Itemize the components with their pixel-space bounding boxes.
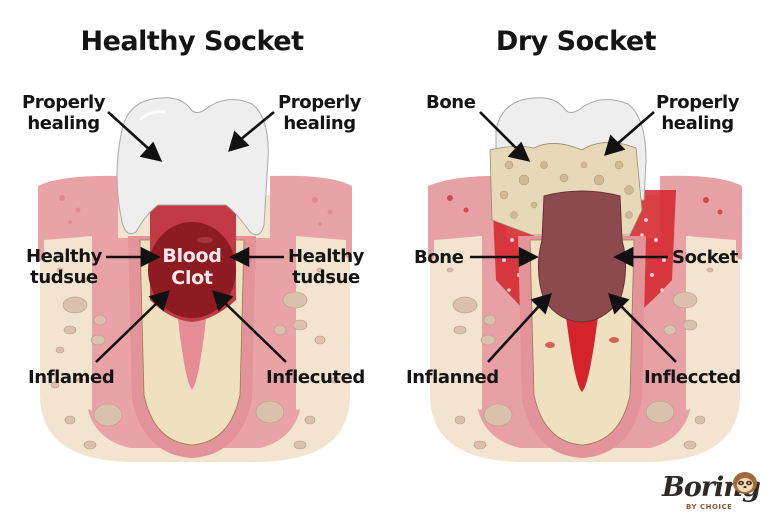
label-line: tudsue: [30, 267, 98, 288]
label-line: Healthy: [26, 246, 102, 267]
dry-socket-cavity: [538, 190, 626, 323]
label-line: Properly: [656, 92, 740, 113]
label-inflecuted: Inflecuted: [266, 367, 365, 388]
label-infleccted: Infleccted: [644, 367, 741, 388]
label-healthy-tissue-left: Healthy tudsue: [26, 246, 102, 288]
healthy-socket-title: Healthy Socket: [80, 26, 304, 57]
label-line: healing: [27, 113, 100, 134]
label-line: healing: [661, 113, 734, 134]
healthy-socket-illustration: [38, 97, 352, 462]
label-line: Blood: [162, 245, 222, 267]
label-line: Properly: [278, 92, 362, 113]
label-inflanned: Inflanned: [406, 367, 499, 388]
logo-subtitle: BY CHOICE: [686, 503, 733, 511]
label-healthy-tissue-right: Healthy tudsue: [288, 246, 364, 288]
label-inflamed: Inflamed: [28, 367, 115, 388]
label-properly-healing-right: Properly healing: [278, 92, 362, 134]
label-line: tudsue: [292, 267, 360, 288]
label-bone-mid: Bone: [414, 247, 464, 268]
dry-socket-title: Dry Socket: [495, 26, 657, 57]
tooth-crown: [116, 97, 269, 236]
label-line: Properly: [22, 92, 106, 113]
label-line: healing: [283, 113, 356, 134]
label-line: Clot: [171, 267, 213, 289]
label-bone-top: Bone: [426, 92, 476, 113]
healthy-socket-panel: Healthy Socket: [22, 26, 365, 462]
label-properly-healing-left: Properly healing: [22, 92, 106, 134]
boring-by-choice-logo: Boring BY CHOICE: [656, 470, 766, 514]
dry-socket-illustration: [428, 97, 742, 462]
label-properly-healing-right: Properly healing: [656, 92, 740, 134]
sloth-icon: [733, 472, 757, 494]
blood-clot-label: Blood Clot: [147, 245, 237, 289]
dry-socket-panel: Dry Socket: [384, 0, 768, 516]
label-socket: Socket: [672, 247, 738, 268]
label-line: Healthy: [288, 246, 364, 267]
